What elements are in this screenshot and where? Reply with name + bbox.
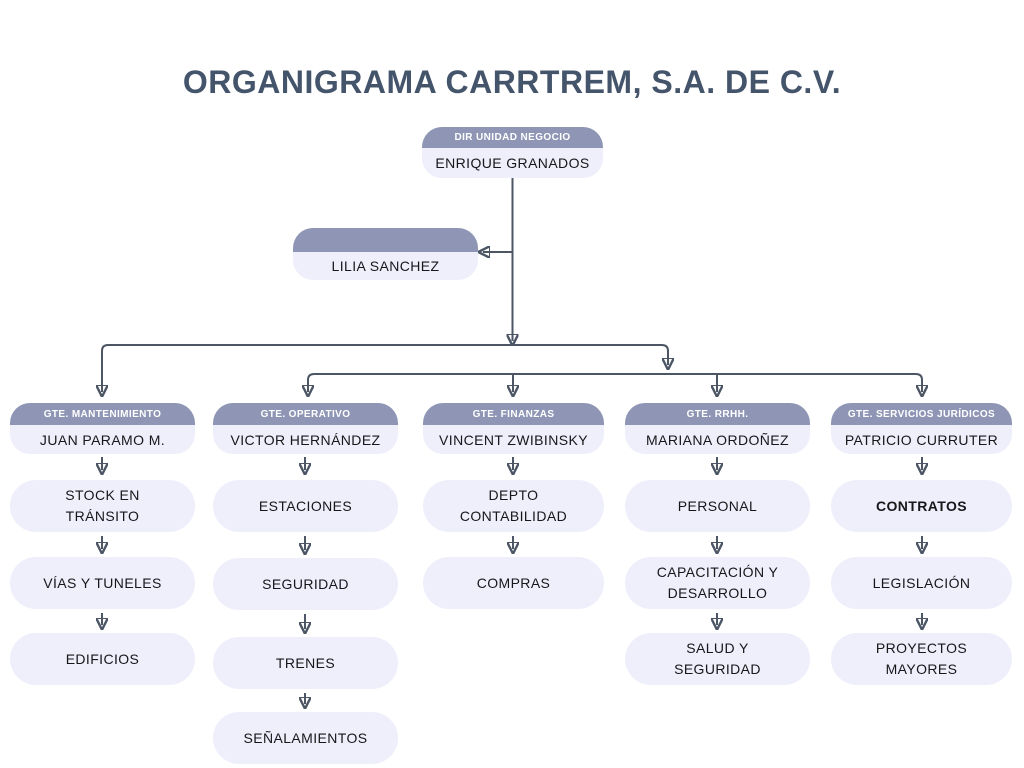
org-node-department: STOCK EN TRÁNSITO — [10, 480, 195, 532]
org-node-department: PROYECTOS MAYORES — [831, 633, 1012, 685]
org-node-department: COMPRAS — [423, 557, 604, 609]
org-node-department: LEGISLACIÓN — [831, 557, 1012, 609]
org-node-department: SEÑALAMIENTOS — [213, 712, 398, 764]
org-node-department: DEPTO CONTABILIDAD — [423, 480, 604, 532]
manager-name: PATRICIO CURRUTER — [831, 425, 1012, 454]
org-node-department: TRENES — [213, 637, 398, 689]
assistant-role-band — [293, 228, 478, 252]
role-label: GTE. SERVICIOS JURÍDICOS — [847, 408, 996, 420]
org-node-gte-mantenimiento: GTE. MANTENIMIENTO JUAN PARAMO M. — [10, 403, 195, 454]
assistant-name: LILIA SANCHEZ — [293, 252, 478, 280]
director-name: ENRIQUE GRANADOS — [422, 148, 603, 178]
chart-title: ORGANIGRAMA CARRTREM, S.A. DE C.V. — [182, 64, 842, 100]
role-band: GTE. RRHH. — [625, 403, 810, 425]
connector-rail-2 — [308, 373, 923, 392]
org-node-director: DIR UNIDAD NEGOCIO ENRIQUE GRANADOS — [422, 127, 603, 178]
org-node-department: SEGURIDAD — [213, 558, 398, 610]
director-role-band: DIR UNIDAD NEGOCIO — [422, 127, 603, 148]
role-band: GTE. FINANZAS — [423, 403, 604, 425]
role-label: GTE. FINANZAS — [472, 408, 555, 420]
role-band: GTE. MANTENIMIENTO — [10, 403, 195, 425]
role-band: GTE. SERVICIOS JURÍDICOS — [831, 403, 1012, 425]
org-node-department: PERSONAL — [625, 480, 810, 532]
role-label: GTE. OPERATIVO — [260, 408, 351, 420]
role-band: GTE. OPERATIVO — [213, 403, 398, 425]
role-label: GTE. MANTENIMIENTO — [43, 408, 162, 420]
manager-name: MARIANA ORDOÑEZ — [625, 425, 810, 454]
org-node-gte-finanzas: GTE. FINANZAS VINCENT ZWIBINSKY — [423, 403, 604, 454]
connector-rail-1 — [102, 344, 669, 392]
org-node-department: CAPACITACIÓN Y DESARROLLO — [625, 557, 810, 609]
manager-name: VICTOR HERNÁNDEZ — [213, 425, 398, 454]
role-label: GTE. RRHH. — [686, 408, 749, 420]
org-node-department: SALUD Y SEGURIDAD — [625, 633, 810, 685]
org-node-assistant: LILIA SANCHEZ — [293, 228, 478, 280]
org-node-department: VÍAS Y TUNELES — [10, 557, 195, 609]
manager-name: VINCENT ZWIBINSKY — [423, 425, 604, 454]
org-node-gte-rrhh: GTE. RRHH. MARIANA ORDOÑEZ — [625, 403, 810, 454]
org-node-gte-operativo: GTE. OPERATIVO VICTOR HERNÁNDEZ — [213, 403, 398, 454]
org-node-department: CONTRATOS — [831, 480, 1012, 532]
org-node-department: ESTACIONES — [213, 480, 398, 532]
org-node-gte-juridicos: GTE. SERVICIOS JURÍDICOS PATRICIO CURRUT… — [831, 403, 1012, 454]
org-node-department: EDIFICIOS — [10, 633, 195, 685]
director-role-label: DIR UNIDAD NEGOCIO — [454, 132, 571, 143]
manager-name: JUAN PARAMO M. — [10, 425, 195, 454]
